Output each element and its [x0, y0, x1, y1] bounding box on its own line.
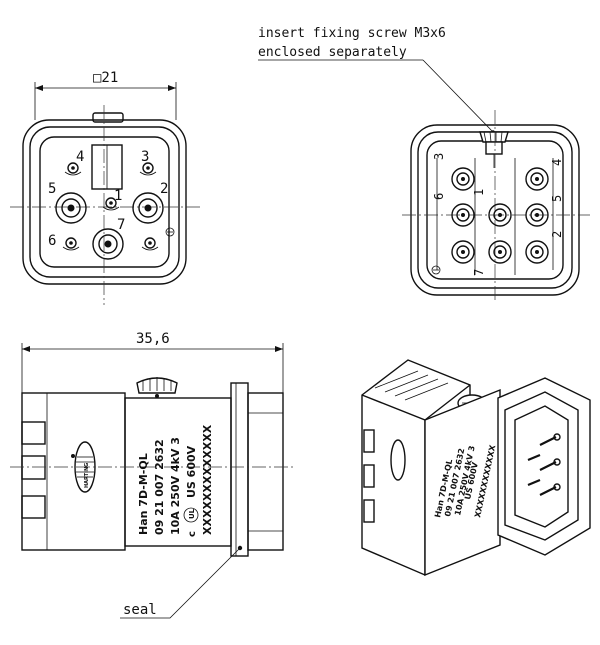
- side-latch-1: [21, 421, 46, 445]
- side-print-line5: XXXXXXXXXXXXX: [201, 424, 214, 535]
- front-contact-small-3: [139, 162, 157, 176]
- front-housing-inner: [39, 136, 170, 268]
- iso-top-ribs: [374, 370, 449, 401]
- front-contact-large-5: [55, 192, 87, 224]
- length-dimension-label: 35,6: [136, 331, 170, 347]
- harting-logo-text: HARTING: [84, 463, 90, 488]
- rear-contact-r3c2: [488, 240, 512, 264]
- front-pin-label-4: 4: [76, 149, 84, 165]
- iso-flange-opening: [514, 405, 569, 528]
- screw-note-leader: [422, 59, 494, 133]
- rear-contact-r3c1: [451, 240, 475, 264]
- square-dimension-label: □21: [93, 70, 118, 86]
- iso-logo: [390, 439, 406, 481]
- screw-note: insert fixing screw M3x6 enclosed separa…: [258, 26, 495, 134]
- side-fixing-screw: [136, 377, 178, 398]
- front-pin-label-6: 6: [48, 233, 56, 249]
- side-body-right: [247, 392, 284, 551]
- rear-pin-label-4: 4: [550, 159, 564, 166]
- side-print-line2: 09 21 007 2632: [153, 439, 166, 535]
- screw-note-line2: enclosed separately: [258, 45, 407, 60]
- iso-label-band: [424, 388, 501, 577]
- front-pin-label-2: 2: [160, 181, 168, 197]
- side-dot: [71, 454, 75, 458]
- side-seal-flange: [230, 382, 249, 557]
- rear-pin-label-3: 3: [432, 153, 446, 160]
- front-contact-large-2: [132, 192, 164, 224]
- iso-view: Han 7D-M-QL 09 21 007 2632 10A 250V 4kV …: [361, 359, 591, 577]
- front-pin-label-1: 1: [114, 188, 122, 204]
- side-print-line1: Han 7D-M-QL: [137, 453, 150, 535]
- svg-text:c: c: [187, 531, 198, 537]
- iso-back-top-edge: [424, 384, 471, 421]
- rear-pin-label-5: 5: [550, 195, 564, 202]
- rear-contact-r2c3: [525, 203, 549, 227]
- front-contact-small-1: [102, 197, 120, 211]
- rear-view: 1 2 3 4 5 6 7: [402, 110, 590, 300]
- svg-text:UL: UL: [188, 508, 196, 519]
- iso-latch-1: [363, 429, 375, 453]
- front-ground-symbol: [165, 227, 175, 237]
- side-print-line3: 10A 250V 4kV 3: [169, 437, 182, 535]
- rear-ground-symbol: [431, 265, 441, 275]
- rear-pin-label-2: 2: [550, 231, 564, 238]
- front-pin-label-7: 7: [117, 217, 125, 233]
- side-print-line4: US 600V: [185, 445, 198, 498]
- side-body-left: [21, 392, 126, 551]
- seal-label: seal: [123, 602, 157, 618]
- iso-latch-3: [363, 499, 375, 523]
- front-contact-large-7: [92, 228, 124, 260]
- seal-leader-line: [120, 547, 241, 619]
- front-contact-small-4: [64, 162, 82, 176]
- front-housing-outer: [22, 119, 187, 285]
- side-view: 35,6 HARTING: [10, 331, 295, 619]
- harting-logo: HARTING: [74, 441, 96, 493]
- rear-contact-r3c3: [525, 240, 549, 264]
- front-housing-mid: [29, 126, 180, 278]
- rear-contact-r2c1: [451, 203, 475, 227]
- rear-pin-label-7: 7: [472, 269, 486, 276]
- front-contact-small-6: [62, 237, 80, 251]
- rear-contact-r1c1: [451, 167, 475, 191]
- side-ul-mark: c UL: [183, 507, 199, 537]
- front-latch: [92, 112, 124, 123]
- iso-flange: [497, 377, 591, 556]
- screw-note-line1: insert fixing screw M3x6: [258, 26, 446, 41]
- iso-latch-2: [363, 464, 375, 488]
- front-view: □21: [10, 70, 200, 305]
- side-latch-2: [21, 455, 46, 480]
- front-contact-small-pe: [141, 237, 159, 251]
- rear-contact-r2c2: [488, 203, 512, 227]
- rear-pin-label-6: 6: [432, 193, 446, 200]
- rear-pin-label-1: 1: [472, 189, 486, 196]
- iso-pins: [527, 433, 561, 496]
- rear-contact-r1c3: [525, 167, 549, 191]
- front-pin-label-3: 3: [141, 149, 149, 165]
- rear-fixing-screw: [479, 131, 509, 168]
- iso-flange-inner: [504, 391, 579, 541]
- front-pin-label-5: 5: [48, 181, 56, 197]
- side-latch-3: [21, 495, 46, 519]
